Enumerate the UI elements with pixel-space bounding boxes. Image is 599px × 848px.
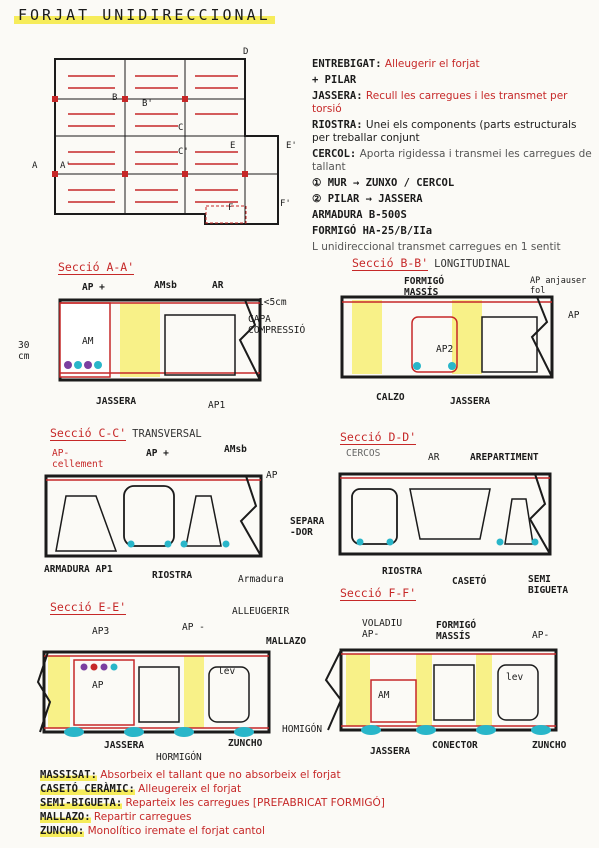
- label: 1<5cm: [258, 297, 287, 308]
- label: AR: [428, 452, 440, 463]
- label: AR: [212, 280, 224, 291]
- label: ZUNCHO: [228, 738, 263, 749]
- plan-letter: D: [243, 47, 248, 57]
- label: AP2: [436, 344, 454, 355]
- label: VOLADIU AP-: [362, 618, 403, 640]
- section-dd-drawing: [338, 472, 552, 556]
- label: CASETÓ: [452, 576, 487, 587]
- label: ZUNCHO: [532, 740, 567, 751]
- label: FORMIGÓ MASSÍS: [436, 620, 477, 642]
- plan-letter: E: [230, 141, 235, 151]
- label: JASSERA: [450, 396, 491, 407]
- plan-letter: C: [178, 123, 183, 133]
- section-ee-drawing: [36, 650, 271, 737]
- section-cc-title: Secció C-C'TRANSVERSAL: [50, 426, 202, 441]
- section-cc-drawing: [44, 474, 263, 558]
- label: HOMIGÓN: [282, 724, 323, 735]
- section-bb-title: Secció B-B'LONGITUDINAL: [352, 256, 511, 271]
- label: AM: [82, 336, 94, 347]
- plan-letter: B: [112, 93, 117, 103]
- legend-item: RIOSTRA: Unei els components (parts estr…: [312, 119, 577, 144]
- plan-letter: F': [280, 199, 291, 209]
- note-row: ZUNCHO: Monolítico iremate el forjat can…: [40, 825, 265, 837]
- label: AP: [568, 310, 580, 321]
- page-title: FORJAT UNIDIRECCIONAL: [14, 6, 275, 24]
- label: RIOSTRA: [152, 570, 193, 581]
- label: CERCOS: [346, 448, 381, 459]
- label: 30 cm: [18, 340, 30, 362]
- label: FORMIGÓ MASSÍS: [404, 276, 445, 298]
- note-row: SEMI-BIGUETA: Reparteix les carregues [P…: [40, 797, 385, 809]
- plan-letter: A': [60, 161, 71, 171]
- label: AP +: [146, 448, 169, 459]
- label: AP- cellement: [52, 448, 104, 470]
- plan-letter: B': [142, 99, 153, 109]
- legend-item: + PILAR: [312, 74, 357, 86]
- label: ARMADURA AP1: [44, 564, 113, 575]
- legend-item: CERCOL: Aporta rigidessa i transmei les …: [312, 148, 592, 173]
- label: Armadura: [238, 574, 284, 585]
- legend: ENTREBIGAT: Alleugerir el forjat + PILAR…: [312, 58, 597, 257]
- label: AP -: [182, 622, 205, 633]
- label: lev: [218, 666, 236, 677]
- label: AMsb: [154, 280, 177, 291]
- label: AP1: [208, 400, 226, 411]
- section-dd-title: Secció D-D': [340, 430, 417, 445]
- label: AREPARTIMENT: [470, 452, 539, 463]
- note-row: CASETÓ CERÀMIC: Alleugereix el forjat: [40, 783, 242, 795]
- label: AP-: [532, 630, 550, 641]
- label: AP3: [92, 626, 110, 637]
- label: JASSERA: [104, 740, 145, 751]
- plan-letter: E': [286, 141, 297, 151]
- label: AP: [266, 470, 278, 481]
- label: HORMIGÓN: [156, 752, 202, 763]
- legend-item: ① MUR → ZUNXO / CERCOL: [312, 177, 455, 189]
- legend-item: FORMIGÓ HA-25/B/IIa: [312, 225, 433, 237]
- label: MALLAZO: [266, 636, 307, 647]
- label: CALZO: [376, 392, 405, 403]
- legend-item: L unidireccional transmet carregues en 1…: [312, 241, 561, 253]
- plan-letter: A: [32, 161, 38, 171]
- plan-letter: C': [178, 147, 189, 157]
- label: AP +: [82, 282, 105, 293]
- floor-plan-drawing: D B B' C C' A A' E E' F F': [32, 47, 297, 225]
- definitions-notes: MASSISAT: Absorbeix el tallant que no ab…: [40, 768, 595, 838]
- label: JASSERA: [370, 746, 411, 757]
- label: AP anjauser fol: [530, 276, 587, 296]
- label: RIOSTRA: [382, 566, 423, 577]
- label: SEMI BIGUETA: [528, 574, 569, 596]
- label: lev: [506, 672, 524, 683]
- note-row: MASSISAT: Absorbeix el tallant que no ab…: [40, 769, 341, 781]
- legend-item: ARMADURA B-500S: [312, 209, 407, 221]
- section-ff-title: Secció F-F': [340, 586, 417, 601]
- note-row: MALLAZO: Repartir carregues: [40, 811, 192, 823]
- section-ee-title: Secció E-E': [50, 600, 127, 615]
- label: AM: [378, 690, 390, 701]
- legend-item: JASSERA: Recull les carregues i les tran…: [312, 90, 568, 115]
- plan-letter: F: [228, 203, 233, 213]
- label: CONECTOR: [432, 740, 478, 751]
- legend-item: ② PILAR → JASSERA: [312, 193, 423, 205]
- section-aa-drawing: [58, 298, 262, 382]
- legend-item: ENTREBIGAT: Alleugerir el forjat: [312, 58, 480, 70]
- label: JASSERA: [96, 396, 137, 407]
- label: AMsb: [224, 444, 247, 455]
- section-ff-drawing: [324, 648, 558, 735]
- label: ALLEUGERIR: [232, 606, 290, 617]
- section-aa-title: Secció A-A': [58, 260, 135, 275]
- label: AP: [92, 680, 104, 691]
- section-bb-drawing: [340, 295, 554, 379]
- label: CAPA COMPRESSIÓ: [248, 314, 306, 336]
- label: SEPARA -DOR: [290, 516, 325, 538]
